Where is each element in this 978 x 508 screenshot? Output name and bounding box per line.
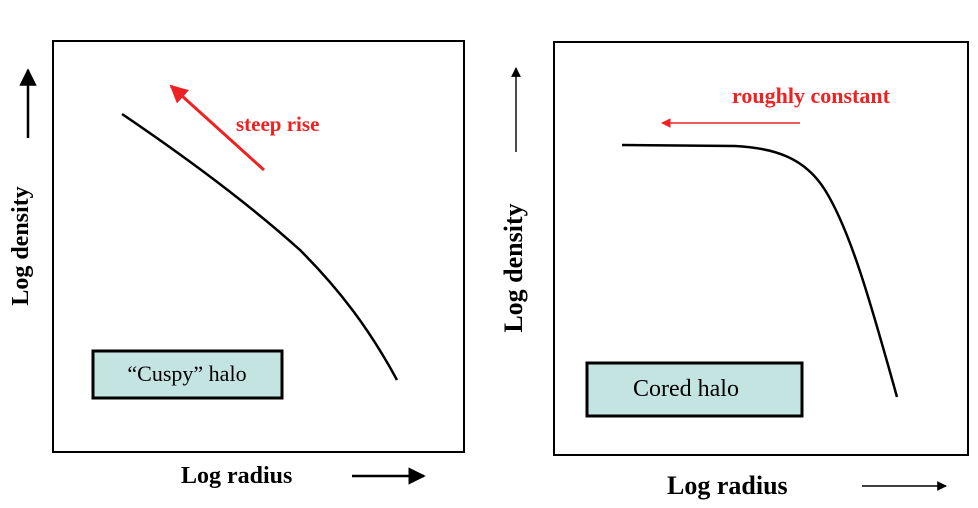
- steep-rise-label: steep rise: [236, 112, 319, 136]
- cuspy-density-curve: [121, 112, 399, 381]
- cuspy-halo-box: [91, 349, 284, 400]
- cuspy-x-axis-label: Log radius: [181, 463, 292, 489]
- cored-plot-frame: [553, 41, 969, 456]
- cuspy-plot-frame: [52, 40, 465, 453]
- cored-y-axis-label: Log density: [499, 203, 528, 332]
- cored-halo-label: Cored halo: [633, 376, 739, 402]
- roughly-constant-label: roughly constant: [732, 83, 891, 108]
- cored-density-curve: [621, 143, 899, 398]
- cuspy-y-axis-label: Log density: [8, 186, 34, 305]
- cored-halo-box: [585, 361, 804, 418]
- cuspy-halo-label: “Cuspy” halo: [127, 361, 246, 386]
- cuspy-panel: steep rise “Cuspy” halo Log density Log …: [8, 40, 465, 489]
- cored-x-axis-label: Log radius: [667, 471, 788, 500]
- steep-rise-arrow: [169, 84, 266, 172]
- cored-panel: roughly constant Cored halo Log density …: [499, 41, 969, 500]
